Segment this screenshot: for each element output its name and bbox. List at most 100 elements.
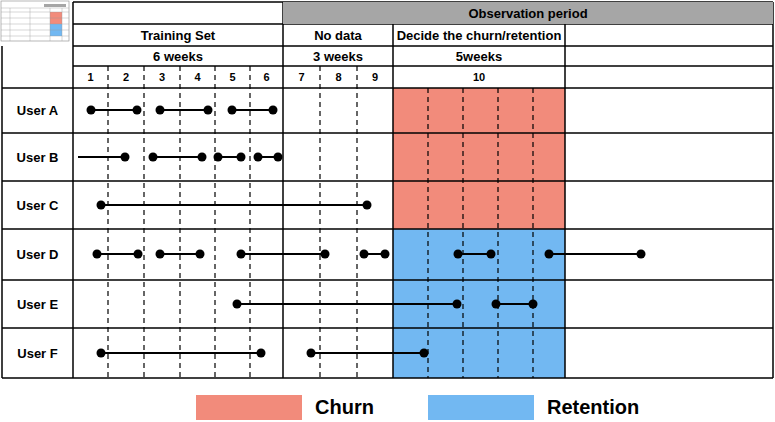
duration-cell: 3 weeks [283,46,393,66]
session-dot [274,153,283,162]
session-dot [214,153,223,162]
session-dot [360,250,369,259]
session-line [101,204,367,206]
column-header-cell: No data [283,24,393,46]
session-line [458,253,491,255]
session-dot [198,153,207,162]
week-number: 6 [263,71,269,83]
session-dot [134,250,143,259]
session-dot [93,250,102,259]
band-title: Observation period [468,6,587,21]
session-dot [196,250,205,259]
week-number: 9 [372,71,378,83]
week-number: 5 [229,71,235,83]
week-number-cell: 10 [393,66,565,88]
week-dividers [108,66,533,378]
week-number-cell: 7 [283,66,320,88]
session-dot [133,106,142,115]
session-dot [156,250,165,259]
session-dot [454,250,463,259]
session-line [241,253,325,255]
user-label-cell: User A [2,88,73,133]
session-dot [97,201,106,210]
week-number-cell: 5 [215,66,250,88]
header-band: Observation period [283,2,773,24]
week-number-cell: 1 [73,66,108,88]
session-dot [321,250,330,259]
user-label-cell: User D [2,229,73,280]
week-number: 7 [298,71,304,83]
session-dot [204,106,213,115]
session-dot [228,106,237,115]
week-number: 3 [159,71,165,83]
legend-swatch [428,395,534,420]
week-number: 8 [335,71,341,83]
user-label: User E [17,297,58,312]
week-number-cell: 9 [357,66,393,88]
week-number: 10 [473,71,485,83]
week-number-cell: 3 [144,66,180,88]
legend-swatch [196,395,302,420]
user-label: User F [17,346,57,361]
session-dot [269,106,278,115]
user-label: User A [17,103,58,118]
session-dot [363,201,372,210]
session-dot [97,349,106,358]
session-dot [149,153,158,162]
user-label: User B [17,150,59,165]
week-number-cell: 6 [250,66,283,88]
session-dot [257,349,266,358]
thumbnail [1,1,69,41]
duration: 6 weeks [153,49,203,64]
column-header: Decide the churn/retention [397,28,562,43]
week-number-cell: 2 [108,66,144,88]
session-line [232,109,273,111]
session-line [160,253,200,255]
user-label: User C [17,198,59,213]
duration-cell: 6 weeks [73,46,283,66]
session-dot [545,250,554,259]
session-dot [121,153,130,162]
session-dot [237,153,246,162]
session-dot [420,349,429,358]
session-dot [233,300,242,309]
session-line [91,109,137,111]
churn-block [393,88,565,229]
session-dot [87,106,96,115]
column-header: Training Set [141,28,215,43]
session-dot [453,300,462,309]
week-number: 4 [194,71,200,83]
duration: 3 weeks [313,49,363,64]
session-line [496,303,533,305]
column-header-cell: Decide the churn/retention [393,24,565,46]
user-label-cell: User E [2,280,73,328]
session-dot [254,153,263,162]
legend-text: Churn [315,396,374,419]
user-label: User D [17,247,59,262]
week-number: 2 [123,71,129,83]
session-line [549,253,641,255]
session-line [101,352,261,354]
duration: 5weeks [456,49,502,64]
session-line [311,352,424,354]
session-bars [78,106,646,358]
column-header: No data [314,28,362,43]
session-dot [381,250,390,259]
session-line [78,156,125,158]
session-line [153,156,202,158]
session-dot [487,250,496,259]
user-label-cell: User C [2,181,73,229]
session-dot [237,250,246,259]
session-dot [637,250,646,259]
legend-text: Retention [547,396,639,419]
duration-cell: 5weeks [393,46,565,66]
session-dot [156,106,165,115]
session-line [160,109,208,111]
week-number-cell: 8 [320,66,357,88]
week-number-cell: 4 [180,66,215,88]
session-dot [492,300,501,309]
user-label-cell: User B [2,133,73,181]
session-line [237,303,457,305]
user-label-cell: User F [2,328,73,378]
